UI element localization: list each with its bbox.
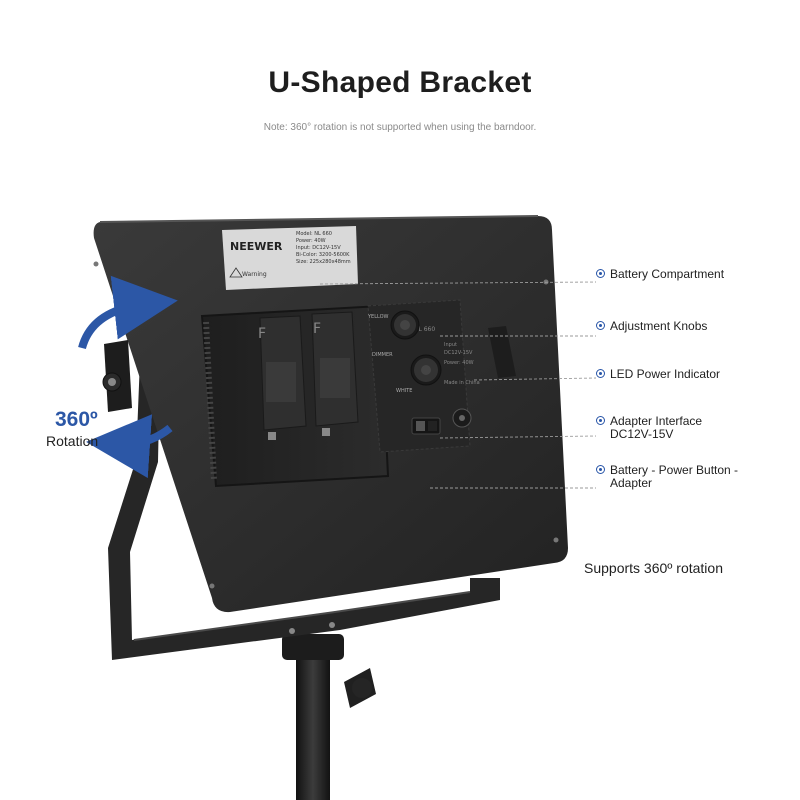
- warning-icon: [229, 267, 243, 278]
- callout-dot-icon: [596, 269, 605, 278]
- rotation-arrow-icon: [78, 275, 178, 350]
- callout-text: Adapter Interface: [610, 414, 703, 428]
- supports-rotation-caption: Supports 360º rotation: [584, 560, 723, 576]
- callout-leader-lines: [319, 281, 597, 489]
- callout-text: LED Power Indicator: [610, 367, 721, 381]
- spec-line-0: Model: NL 660: [296, 231, 332, 237]
- battery-compartment-plate: F F: [200, 304, 390, 488]
- spec-line-2: Input: DC12V-15V: [296, 245, 341, 251]
- switch-icon: [411, 417, 441, 435]
- light-stand: [282, 634, 376, 800]
- spec-label: NEEWER Model: NL 660 Power: 40W Input: D…: [222, 226, 358, 290]
- spec-line-3: Bi-Color: 3200-5600K: [296, 252, 350, 258]
- callout-dot-icon: [596, 321, 605, 330]
- callout-text: Battery Compartment: [610, 267, 725, 281]
- control-model-label: NL 660: [414, 326, 435, 333]
- callout-dot-icon: [596, 369, 605, 378]
- knob-label-yellow: YELLOW: [367, 314, 389, 320]
- callout-text: Adapter: [610, 476, 653, 490]
- callout-adapter-interface: Adapter Interface DC12V-15V: [596, 415, 702, 441]
- knob-label-dimmer: DIMMER: [372, 352, 393, 358]
- page-title: U-Shaped Bracket: [268, 66, 532, 99]
- knob-label-white: WHITE: [396, 388, 412, 394]
- control-spec-3: Made in China: [444, 380, 480, 386]
- side-knob-left: [102, 340, 132, 412]
- callout-battery-compartment: Battery Compartment: [596, 268, 724, 281]
- rotation-arrow-icon: [86, 414, 173, 479]
- callout-text: Adjustment Knobs: [610, 319, 708, 333]
- warning-text: Warning: [242, 271, 267, 278]
- knob-icon: [390, 310, 420, 340]
- callout-led-power-indicator: LED Power Indicator: [596, 368, 720, 381]
- rotation-degrees: 360º: [55, 408, 98, 431]
- svg-text:F: F: [258, 326, 266, 342]
- control-spec-2: Power: 40W: [444, 360, 474, 366]
- callout-battery-power-adapter: Battery - Power Button - Adapter: [596, 464, 738, 490]
- spec-line-4: Size: 225x280x48mm: [296, 259, 351, 265]
- brand-logo-text: NEEWER: [230, 240, 283, 253]
- control-spec-1: DC12V-15V: [444, 350, 473, 356]
- rotation-label: Rotation: [46, 433, 99, 449]
- knob-icon: [410, 354, 442, 386]
- control-plate: NL 660 Input DC12V-15V Power: 40W Made i…: [367, 299, 480, 453]
- callout-text: DC12V-15V: [610, 427, 674, 441]
- callout-dot-icon: [596, 465, 605, 474]
- barndoor-note: Note: 360° rotation is not supported whe…: [263, 122, 537, 133]
- side-knob-right: [488, 326, 516, 378]
- spec-line-1: Power: 40W: [296, 238, 326, 244]
- svg-text:F: F: [313, 321, 321, 337]
- callout-text: Battery - Power Button -: [610, 463, 739, 477]
- callout-adjustment-knobs: Adjustment Knobs: [596, 320, 707, 333]
- callout-dot-icon: [596, 416, 605, 425]
- control-spec-0: Input: [444, 342, 457, 348]
